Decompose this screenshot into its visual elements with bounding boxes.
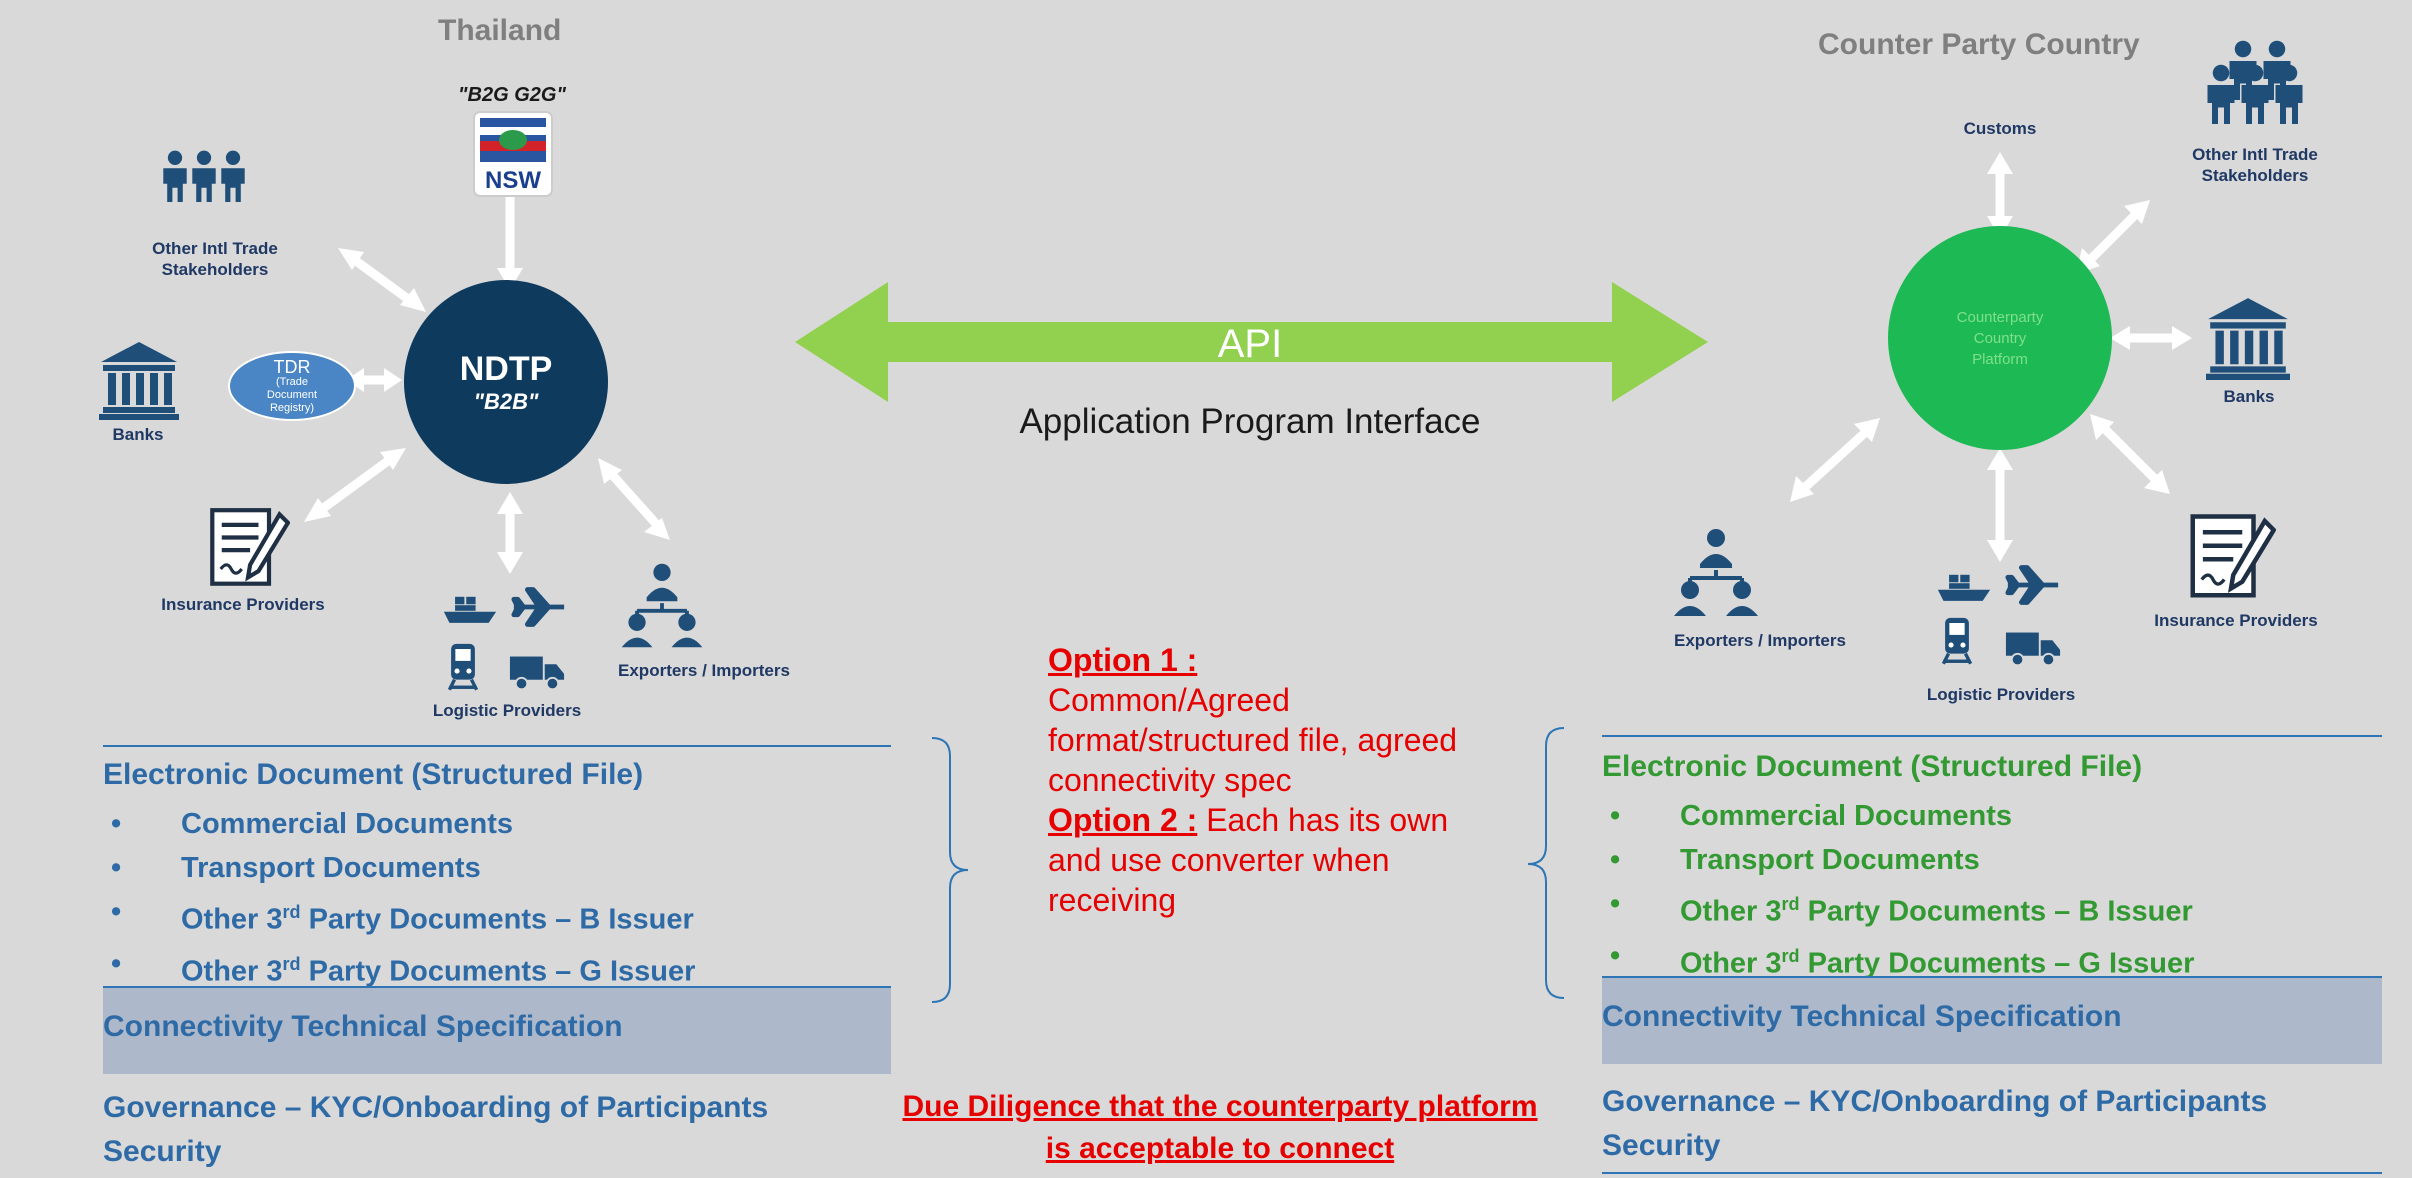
right-doc-bottom-rule	[1602, 1172, 2382, 1174]
right-country-title: Counter Party Country	[1818, 28, 2140, 61]
logistics-icon-left	[443, 590, 564, 692]
left-doc-mid-rule	[103, 986, 891, 988]
right-arrows	[1790, 152, 2192, 562]
left-governance-label: Governance – KYC/Onboarding of Participa…	[103, 1091, 769, 1124]
option1-text: Common/Agreed format/structured file, ag…	[1048, 682, 1458, 798]
left-doc-item: Other 3rd Party Documents – B Issuer	[103, 890, 695, 942]
left-country-title: Thailand	[438, 14, 562, 47]
right-brace	[1527, 727, 1565, 999]
right-doc-item: Other 3rd Party Documents – G Issuer	[1602, 934, 2194, 986]
people-group-icon-right	[2207, 40, 2303, 124]
left-security-label: Security	[103, 1135, 222, 1168]
bank-icon-right	[2206, 298, 2290, 380]
left-stakeholders-label: Other Intl Trade Stakeholders	[152, 239, 278, 279]
ndtp-subtitle: "B2B"	[473, 388, 539, 414]
counterparty-hub: Counterparty Country Platform	[1888, 226, 2112, 450]
right-doc-item: Transport Documents	[1602, 838, 2194, 882]
hierarchy-icon-left	[622, 564, 703, 648]
right-insurance-label: Insurance Providers	[2154, 611, 2318, 630]
api-full-label: Application Program Interface	[1019, 402, 1481, 441]
nsw-logo: NSW	[473, 111, 553, 197]
tdr-subtitle: (Trade Document Registry)	[266, 375, 318, 414]
right-doc-list: Commercial Documents Transport Documents…	[1602, 794, 2194, 985]
left-banks-label: Banks	[112, 425, 164, 444]
api-label: API	[1217, 322, 1283, 366]
left-doc-list: Commercial Documents Transport Documents…	[103, 802, 695, 993]
api-arrow	[795, 282, 1708, 402]
options-block: Option 1 : Common/Agreed format/structur…	[1048, 640, 1468, 920]
left-brace	[931, 737, 969, 1003]
g2g-label: "B2G G2G"	[458, 84, 566, 106]
tdr-title: TDR	[273, 356, 311, 377]
left-logistics-label: Logistic Providers	[432, 701, 582, 720]
tdr-ellipse: TDR (Trade Document Registry)	[228, 351, 356, 421]
option2-text: Each has its own and use converter when …	[1048, 802, 1449, 918]
counterparty-hub-text: Counterparty Country Platform	[1956, 308, 2044, 368]
nsw-logo-text: NSW	[485, 167, 541, 194]
hierarchy-icon-right	[1674, 529, 1758, 616]
left-doc-top-rule	[103, 745, 891, 747]
contract-icon-left	[212, 510, 288, 584]
left-connectivity-band: Connectivity Technical Specification	[103, 988, 891, 1074]
right-doc-item: Other 3rd Party Documents – B Issuer	[1602, 882, 2194, 934]
due-diligence-note: Due Diligence that the counterparty plat…	[902, 1090, 1538, 1165]
right-banks-label: Banks	[2223, 387, 2275, 406]
logistics-icon-right	[1937, 568, 2062, 667]
left-connectivity-label: Connectivity Technical Specification	[103, 1010, 623, 1043]
left-exporters-label: Exporters / Importers	[618, 661, 790, 680]
left-doc-item: Transport Documents	[103, 846, 695, 890]
bank-icon-left	[99, 342, 179, 420]
right-doc-mid-rule	[1602, 976, 2382, 978]
contract-icon-right	[2193, 517, 2274, 596]
right-connectivity-label: Connectivity Technical Specification	[1602, 1000, 2122, 1033]
left-arrows	[304, 162, 670, 574]
ndtp-title: NDTP	[459, 349, 553, 388]
left-doc-heading: Electronic Document (Structured File)	[103, 758, 644, 791]
right-doc-top-rule	[1602, 735, 2382, 737]
people-group-icon-left	[163, 150, 245, 202]
left-doc-item: Other 3rd Party Documents – G Issuer	[103, 942, 695, 994]
option1-title: Option 1 :	[1048, 642, 1198, 678]
right-stakeholders-label: Other Intl Trade Stakeholders	[2192, 145, 2318, 185]
right-doc-item: Commercial Documents	[1602, 794, 2194, 838]
right-doc-heading: Electronic Document (Structured File)	[1602, 750, 2143, 783]
customs-label: Customs	[1963, 119, 2037, 138]
left-insurance-label: Insurance Providers	[161, 595, 325, 614]
left-doc-item: Commercial Documents	[103, 802, 695, 846]
option2-title: Option 2 :	[1048, 802, 1198, 838]
right-logistics-label: Logistic Providers	[1926, 685, 2076, 704]
right-connectivity-band: Connectivity Technical Specification	[1602, 978, 2382, 1064]
right-security-label: Security	[1602, 1129, 1721, 1162]
ndtp-hub: NDTP "B2B"	[404, 280, 608, 484]
right-exporters-label: Exporters / Importers	[1674, 631, 1846, 650]
right-governance-label: Governance – KYC/Onboarding of Participa…	[1602, 1085, 2268, 1118]
